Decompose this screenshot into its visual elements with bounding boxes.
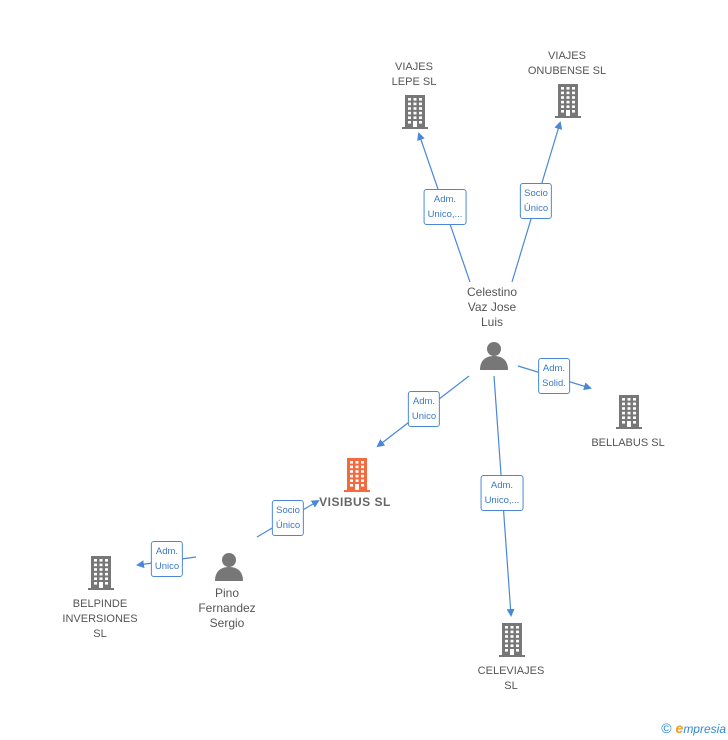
node-label-line: VIAJES — [548, 50, 586, 62]
node-label-line: Sergio — [209, 616, 245, 630]
edge-label-line: Socio — [524, 188, 548, 199]
edge-label-line: Único — [523, 203, 549, 214]
building-icon — [88, 556, 114, 590]
node-label-line: Vaz Jose — [467, 300, 517, 314]
node-label-line: BELLABUS SL — [591, 437, 665, 449]
person-icon — [215, 553, 243, 581]
node-label-belpinde[interactable]: BELPINDE INVERSIONES SL — [62, 597, 137, 642]
edge-label-line: Solid. — [542, 378, 566, 389]
node-label-line: INVERSIONES — [62, 613, 138, 625]
edge-label-line: Adm. — [433, 194, 457, 205]
empresia-logo-initial: e — [675, 720, 684, 736]
node-icon-celeviajes[interactable] — [498, 623, 526, 662]
node-icon-viajes_lepe[interactable] — [401, 95, 429, 134]
empresia-logo-text: mpresia — [683, 722, 726, 736]
building-icon — [616, 395, 642, 429]
node-label-line: Fernandez — [198, 601, 256, 615]
edge-label-line: Único — [275, 520, 301, 531]
building-icon — [555, 84, 581, 118]
edge-label-line: Adm. — [412, 396, 436, 407]
edge-label-line: Adm. — [542, 363, 566, 374]
edge-label-celestino-viajes_lepe[interactable]: Adm. Unico,... — [423, 189, 467, 225]
node-label-line: LEPE SL — [391, 76, 437, 88]
copyright-icon: © — [661, 720, 672, 736]
building-icon — [499, 623, 525, 657]
node-icon-celestino[interactable] — [479, 340, 509, 375]
node-label-bellabus[interactable]: BELLABUS SL — [591, 436, 664, 451]
edge-label-line: Unico — [154, 561, 180, 572]
node-icon-visibus[interactable] — [343, 458, 371, 497]
node-label-line: Pino — [214, 586, 240, 600]
node-icon-belpinde[interactable] — [87, 556, 115, 595]
node-icon-bellabus[interactable] — [615, 395, 643, 434]
edge-label-line: Unico — [411, 411, 437, 422]
node-label-viajes_lepe[interactable]: VIAJES LEPE SL — [392, 60, 437, 90]
edge-label-celestino-bellabus[interactable]: Adm. Solid. — [538, 358, 570, 394]
building-icon — [344, 458, 370, 492]
node-label-line: SL — [93, 628, 107, 640]
footer-credit: ©empresia — [661, 720, 726, 736]
node-label-line: SL — [504, 680, 518, 692]
node-label-line: CELEVIAJES — [477, 665, 545, 677]
node-label-line: Luis — [480, 315, 503, 329]
edge-label-line: Adm. — [155, 546, 179, 557]
node-label-line: BELPINDE — [72, 598, 128, 610]
edge-label-line: Adm. — [490, 480, 514, 491]
person-icon — [480, 342, 508, 370]
node-label-line: VIAJES — [395, 61, 433, 73]
node-label-line: Celestino — [466, 285, 518, 299]
building-icon — [402, 95, 428, 129]
edge-label-celestino-visibus[interactable]: Adm. Unico — [407, 391, 441, 427]
node-label-visibus[interactable]: VISIBUS SL — [319, 495, 391, 509]
edge-label-line: Socio — [276, 505, 300, 516]
edge-label-pino-belpinde[interactable]: Adm. Unico — [150, 541, 184, 577]
node-icon-viajes_onubense[interactable] — [554, 84, 582, 123]
node-label-celeviajes[interactable]: CELEVIAJES SL — [478, 664, 545, 694]
node-icon-pino[interactable] — [214, 551, 244, 586]
node-label-line: ONUBENSE SL — [527, 65, 607, 77]
edge-label-line: Unico,... — [484, 495, 520, 506]
edge-label-celestino-celeviajes[interactable]: Adm. Unico,... — [480, 475, 524, 511]
node-label-viajes_onubense[interactable]: VIAJES ONUBENSE SL — [528, 49, 606, 79]
edge-label-line: Unico,... — [427, 209, 463, 220]
